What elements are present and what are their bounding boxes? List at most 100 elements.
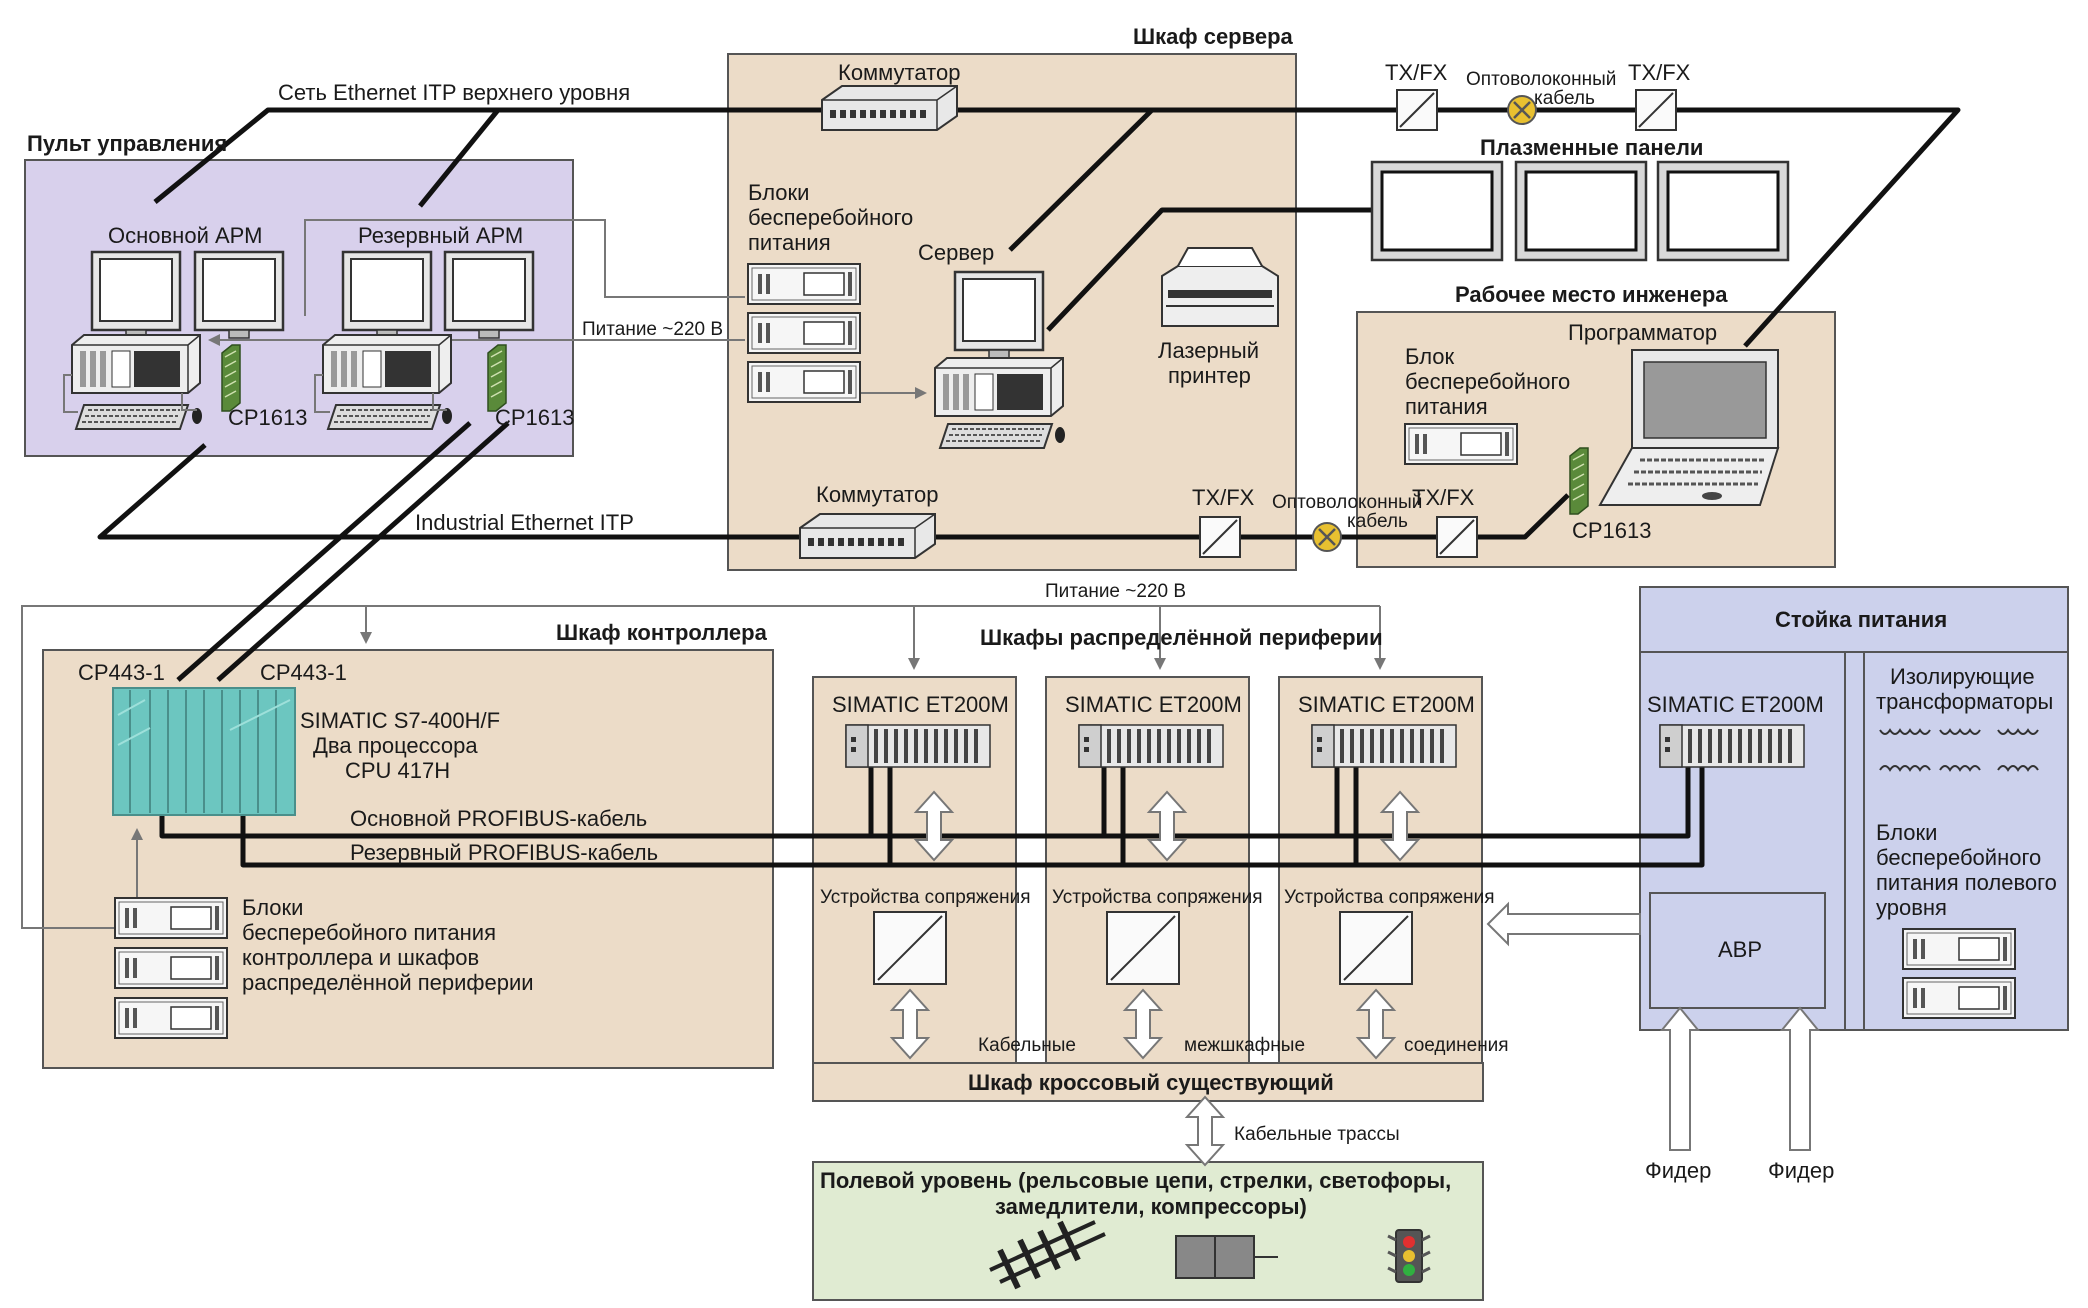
cp443-left-label: CP443-1 (78, 660, 165, 685)
server-ups-label-1: Блоки (748, 180, 809, 205)
fiber-top-label-1: Оптоволоконный (1466, 69, 1616, 90)
feeder-1-label: Фидер (1645, 1158, 1711, 1183)
feeder-2-label: Фидер (1768, 1158, 1834, 1183)
laptop-icon (1598, 349, 1780, 506)
media-converter-icon (1635, 89, 1677, 131)
ctrl-ups-label-3: контроллера и шкафов (242, 945, 479, 970)
top-ethernet-network (153, 107, 1961, 348)
industrial-switch-label: Коммутатор (816, 482, 938, 507)
mouse-icon (192, 408, 202, 424)
media-converter-icon (1199, 516, 1241, 558)
ctrl-ups-label-2: бесперебойного питания (242, 920, 496, 945)
cable-connections-label-2: межшкафные (1184, 1035, 1305, 1056)
et200m-2-label: SIMATIC ET200M (1065, 692, 1242, 717)
power-220-mid-label: Питание ~220 В (1045, 581, 1186, 602)
interface-devices-1-label: Устройства сопряжения (820, 887, 1031, 908)
monitor-icon (341, 250, 433, 340)
field-ups-label-3: питания полевого (1876, 870, 2057, 895)
field-level-title-line2: замедлители, компрессоры) (995, 1194, 1307, 1219)
network-card-icon (1569, 447, 1589, 515)
cable-routes-label: Кабельные трассы (1234, 1124, 1400, 1145)
reserve-arm-workstation (314, 250, 535, 430)
monitor-icon (193, 250, 285, 340)
txfx-lower-left-label: TX/FX (1412, 485, 1475, 510)
server-to-plasma-cable (1046, 207, 1372, 332)
monitor-icon (443, 250, 535, 340)
server-switch-label: Коммутатор (838, 60, 960, 85)
ups-icon (747, 361, 861, 403)
interface-devices-3-label: Устройства сопряжения (1284, 887, 1495, 908)
eng-ups-label-1: Блок (1405, 344, 1455, 369)
fiber-lower-label-1: Оптоволоконный (1272, 492, 1422, 513)
iso-transformers-label-1: Изолирующие (1890, 664, 2035, 689)
cp1613-reserve-label: CP1613 (495, 405, 575, 430)
signal-converter-icon (1106, 911, 1180, 985)
cp1613-main-label: CP1613 (228, 405, 308, 430)
laser-printer-icon (1161, 247, 1279, 327)
cp1613-engineer-label: CP1613 (1572, 518, 1652, 543)
cp443-right-label: CP443-1 (260, 660, 347, 685)
power-supply-arrow (1486, 901, 1641, 947)
field-ups-label-1: Блоки (1876, 820, 1937, 845)
ups-icon (114, 947, 228, 989)
et200m-rack-label: SIMATIC ET200M (1647, 692, 1824, 717)
top-network-label: Сеть Ethernet ITP верхнего уровня (278, 80, 630, 105)
ups-icon (1902, 977, 2016, 1019)
fiber-lower-label-2: кабель (1347, 511, 1408, 532)
distributed-io-title: Шкафы распределённой периферии (980, 625, 1383, 650)
server-label: Сервер (918, 240, 994, 265)
switch-icon (821, 85, 958, 131)
io-module-icon (1658, 723, 1806, 769)
ups-icon (747, 263, 861, 305)
plasma-panels (1370, 160, 1790, 262)
reserve-arm-label: Резервный АРМ (358, 223, 523, 248)
signal-converter-icon (1339, 911, 1413, 985)
programmer-label: Программатор (1568, 320, 1717, 345)
et200m-3-label: SIMATIC ET200M (1298, 692, 1475, 717)
power-220-top-label: Питание ~220 В (582, 319, 723, 340)
traffic-light-icon (1387, 1229, 1431, 1283)
fiber-top-label-2: кабель (1534, 88, 1595, 109)
cross-cabinet-bar (812, 1062, 1484, 1102)
power-rack-title: Стойка питания (1775, 607, 1947, 632)
iso-transformers-label-2: трансформаторы (1876, 689, 2053, 714)
field-ups-label-4: уровня (1876, 895, 1947, 920)
laser-printer-label-1: Лазерный (1158, 338, 1259, 363)
server-icon (934, 270, 1065, 449)
avr-block (1649, 892, 1826, 1009)
controller-cabinet-title: Шкаф контроллера (556, 620, 768, 645)
keyboard-icon (75, 404, 189, 430)
main-arm-label: Основной АРМ (108, 223, 262, 248)
network-card-icon (487, 344, 507, 412)
plc-rack-icon (112, 687, 296, 816)
cable-connections-label-1: Кабельные (978, 1035, 1076, 1056)
cross-cabinet-title: Шкаф кроссовый существующий (968, 1070, 1334, 1095)
field-level-area (812, 1161, 1484, 1301)
ups-icon (114, 897, 228, 939)
industrial-ethernet-label: Industrial Ethernet ITP (415, 510, 634, 535)
main-profibus-label: Основной PROFIBUS-кабель (350, 806, 647, 831)
ctrl-ups-label-4: распределённой периферии (242, 970, 534, 995)
simatic-s7-label-2: Два процессора (313, 733, 478, 758)
io-module-icon (1077, 723, 1225, 769)
field-ups-label-2: бесперебойного (1876, 845, 2041, 870)
server-ups-label-2: бесперебойного (748, 205, 913, 230)
reserve-profibus-label: Резервный PROFIBUS-кабель (350, 840, 658, 865)
monitor-icon (90, 250, 182, 340)
keyboard-icon (327, 404, 441, 430)
txfx-server-label: TX/FX (1192, 485, 1255, 510)
fiber-coupler-icon (1506, 94, 1538, 126)
plasma-panels-title: Плазменные панели (1480, 135, 1703, 160)
eng-ups-label-2: бесперебойного (1405, 369, 1570, 394)
profibus-cables (159, 760, 1705, 868)
txfx-top-left-label: TX/FX (1385, 60, 1448, 85)
ctrl-ups-label-1: Блоки (242, 895, 303, 920)
network-card-icon (221, 344, 241, 412)
signal-converter-icon (873, 911, 947, 985)
eng-ups-label-3: питания (1405, 394, 1488, 419)
engineer-station-title: Рабочее место инженера (1455, 282, 1728, 307)
fiber-coupler-icon (1311, 521, 1343, 553)
cp443-link-cables (176, 421, 510, 682)
cable-connections-label-3: соединения (1404, 1035, 1509, 1056)
